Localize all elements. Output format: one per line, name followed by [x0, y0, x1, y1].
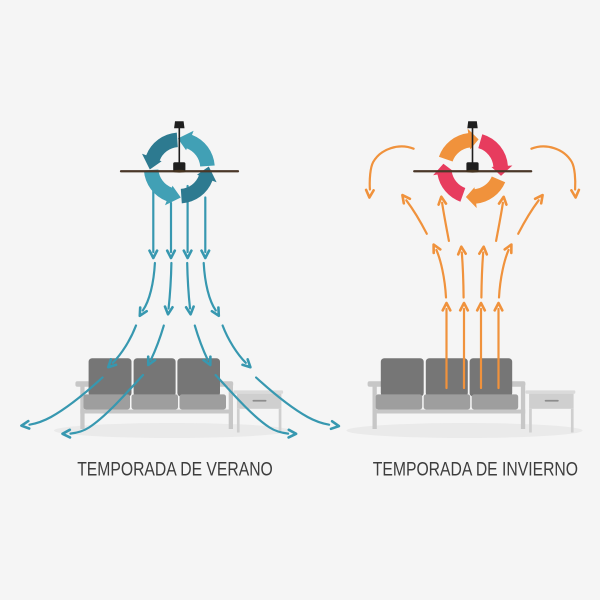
svg-text:TEMPORADA DE INVIERNO: TEMPORADA DE INVIERNO [373, 459, 578, 481]
svg-text:TEMPORADA DE VERANO: TEMPORADA DE VERANO [77, 459, 273, 481]
